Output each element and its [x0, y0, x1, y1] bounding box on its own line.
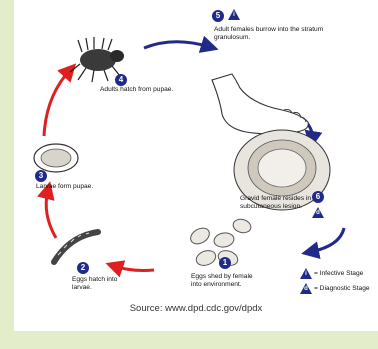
arrow-lesion-to-eggs	[310, 228, 344, 252]
pupa-illustration	[34, 144, 78, 172]
stage-3-caption: Larvae form pupae.	[36, 183, 116, 191]
stage-badge-5: 5	[212, 10, 224, 22]
human-foot-illustration	[212, 74, 308, 134]
stage-4-caption: Adults hatch from pupae.	[100, 86, 190, 94]
legend-infective-icon: i	[300, 268, 312, 279]
larva-illustration	[54, 232, 98, 262]
arrow-larvae-to-pupae	[46, 190, 56, 238]
lifecycle-diagram	[14, 0, 378, 300]
legend-diagnostic-icon: d	[300, 283, 312, 294]
legend-infective-label: = Infective Stage	[314, 270, 378, 278]
arrow-adult-to-host	[144, 42, 210, 48]
diagnostic-stage-icon: d	[312, 207, 324, 218]
stage-5-caption: Adult females burrow into the stratum gr…	[214, 26, 344, 42]
lifecycle-panel: 5 i 4 3 6 d 2 1 Adult females burrow int…	[14, 0, 378, 331]
stage-1-caption: Eggs shed by female into environment.	[191, 273, 261, 289]
stage-badge-6: 6	[312, 191, 324, 203]
source-caption: Source: www.dpd.cdc.gov/dpdx	[14, 303, 378, 314]
stage-2-caption: Eggs hatch into larvae.	[72, 276, 126, 292]
stage-badge-3: 3	[35, 170, 47, 182]
legend-diagnostic-label: = Diagnostic Stage	[314, 285, 378, 293]
arrow-eggs-to-larvae	[114, 266, 154, 271]
stage-badge-1: 1	[219, 257, 231, 269]
stage-badge-4: 4	[115, 74, 127, 86]
arrow-pupae-to-adults	[44, 70, 70, 136]
infective-stage-icon: i	[228, 9, 240, 20]
stage-6-caption: Gravid female resides in subcutaneous le…	[240, 195, 312, 211]
stage-badge-2: 2	[77, 262, 89, 274]
